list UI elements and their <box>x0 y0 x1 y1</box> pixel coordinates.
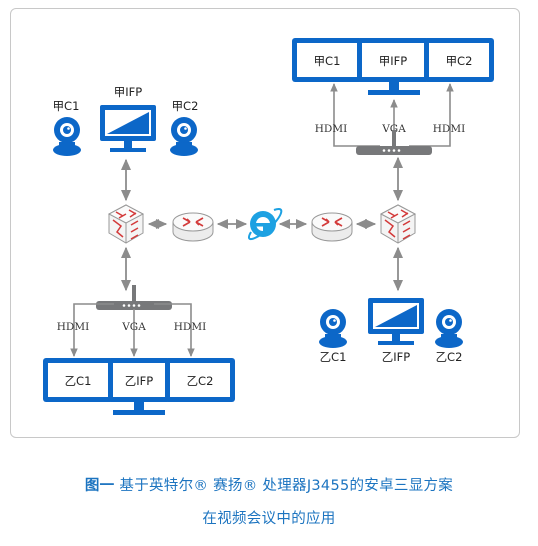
figure-label: 图一 <box>84 478 115 494</box>
device-label: 乙C2 <box>436 350 463 364</box>
connection-label: HDMI <box>315 123 347 135</box>
figure-caption-line-2: 在视频会议中的应用 <box>202 511 336 527</box>
router-icon <box>172 212 214 242</box>
mini-pc-icon <box>96 285 172 310</box>
monitor-label: 甲C2 <box>446 54 473 68</box>
bottom-left-connections: HDMI VGA HDMI <box>57 303 206 357</box>
device-label: 甲C2 <box>172 99 199 113</box>
webcam-icon <box>53 117 81 156</box>
monitor-label: 甲C1 <box>314 54 341 68</box>
display-icon <box>100 105 156 152</box>
top-right-connections: HDMI VGA HDMI <box>315 83 465 147</box>
switch-icon <box>380 204 416 244</box>
monitor-label: 甲IFP <box>379 54 408 68</box>
bottom-right-devices: 乙C1 乙IFP 乙C2 <box>319 298 463 364</box>
switch-icon <box>108 204 144 244</box>
network-links <box>120 156 404 292</box>
connection-label: VGA <box>381 123 406 135</box>
monitor-label: 乙IFP <box>125 374 154 388</box>
caption-line-1: 基于英特尔® 赛扬® 处理器J3455的安卓三显方案 <box>119 478 454 494</box>
mini-pc-icon <box>356 130 432 155</box>
display-icon <box>368 298 424 345</box>
webcam-icon <box>435 309 463 348</box>
connection-label: HDMI <box>433 123 465 135</box>
device-label: 甲IFP <box>114 85 143 99</box>
device-label: 乙IFP <box>382 350 411 364</box>
connection-label: HDMI <box>174 321 206 333</box>
router-icon <box>311 212 353 242</box>
webcam-icon <box>170 117 198 156</box>
device-label: 甲C1 <box>53 99 80 113</box>
webcam-icon <box>319 309 347 348</box>
monitor-label: 乙C2 <box>187 374 214 388</box>
monitor-label: 乙C1 <box>65 374 92 388</box>
top-right-monitor-bank: 甲C1 甲IFP 甲C2 <box>292 38 494 95</box>
connection-label: VGA <box>121 321 146 333</box>
device-label: 乙C1 <box>320 350 347 364</box>
connection-label: HDMI <box>57 321 89 333</box>
bottom-left-monitor-bank: 乙C1 乙IFP 乙C2 <box>43 358 235 415</box>
figure-caption: 图一 基于英特尔® 赛扬® 处理器J3455的安卓三显方案 <box>0 474 538 495</box>
internet-explorer-icon <box>248 208 283 241</box>
top-left-devices: 甲C1 甲IFP 甲C2 <box>53 85 199 156</box>
